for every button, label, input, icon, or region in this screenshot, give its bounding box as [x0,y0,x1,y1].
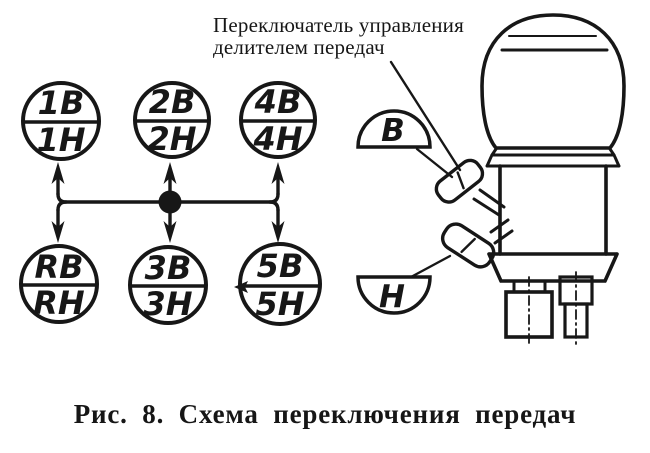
gear-label-low: 4Н [252,120,302,158]
knob-body [498,164,608,256]
knob-skirt [487,252,619,283]
annotation-leader-line [389,60,462,172]
splitter-annotation: Переключатель управления делителем перед… [213,14,464,59]
splitter-low-badge: Н [356,275,432,315]
splitter-high-badge: В [356,109,432,149]
gear-label-low: RН [33,284,85,322]
gear-label-low: 3Н [143,285,192,323]
splitter-low-label: Н [379,279,405,315]
half-circle-down-icon [356,275,432,315]
knob-collar [490,147,616,157]
gear-label-low: 1Н [36,121,85,159]
gear-label-high: 3В [145,249,192,287]
switch-lever-up-notch [456,171,465,190]
low-badge-leader-line [409,254,452,279]
gear-knob [480,13,626,346]
gear-label-low: 2Н [147,120,196,158]
gear-position-2: 2В 2Н [133,81,211,159]
gear-position-4: 4В 4Н [239,81,317,159]
annotation-line-1: Переключатель управления [213,13,464,37]
gear-label-high: 4В [254,83,302,121]
knob-ball [480,13,626,150]
arrow-down-center-icon [163,221,177,243]
switch-upper-mount-lines [472,188,506,217]
neutral-dot [158,190,182,214]
splitter-switch-high-position [434,158,485,204]
gear-label-high: 5В [257,247,304,285]
switch-lever-down-notch [460,237,476,254]
gear-position-3: 3В 3Н [128,245,208,325]
switch-lower-mount-lines [489,218,514,245]
shift-pattern-fillets [56,192,280,212]
switch-lever-down [440,222,496,269]
switch-lever-up [434,158,485,204]
splitter-switch-low-position [440,222,496,269]
gear-label-low: 5Н [255,285,304,323]
arrow-up-center-icon [163,162,177,184]
gear-label-high: 1В [38,84,85,122]
high-badge-leader-line [415,147,454,179]
gear-position-5: 5В 5Н [234,242,322,326]
arrow-up-left-icon [51,162,65,184]
half-circle-up-icon [356,109,432,149]
gear-position-1: 1В 1Н [21,81,101,161]
annotation-line-2: делителем передач [213,35,385,60]
gear-label-high: RВ [34,248,83,286]
gear-position-R: RВ RН [19,244,99,324]
figure-caption: Рис. 8. Схема переключения передач [73,399,577,429]
arrow-down-right-icon [271,221,285,243]
divider-arrow-left-icon [234,281,248,293]
gear-circle [238,242,322,326]
splitter-high-label: В [381,113,405,149]
shift-pattern-lines [51,162,285,243]
arrow-down-left-icon [51,221,65,243]
knob-flange [485,153,621,168]
gear-label-high: 2В [149,83,196,121]
arrow-up-right-icon [271,162,285,184]
